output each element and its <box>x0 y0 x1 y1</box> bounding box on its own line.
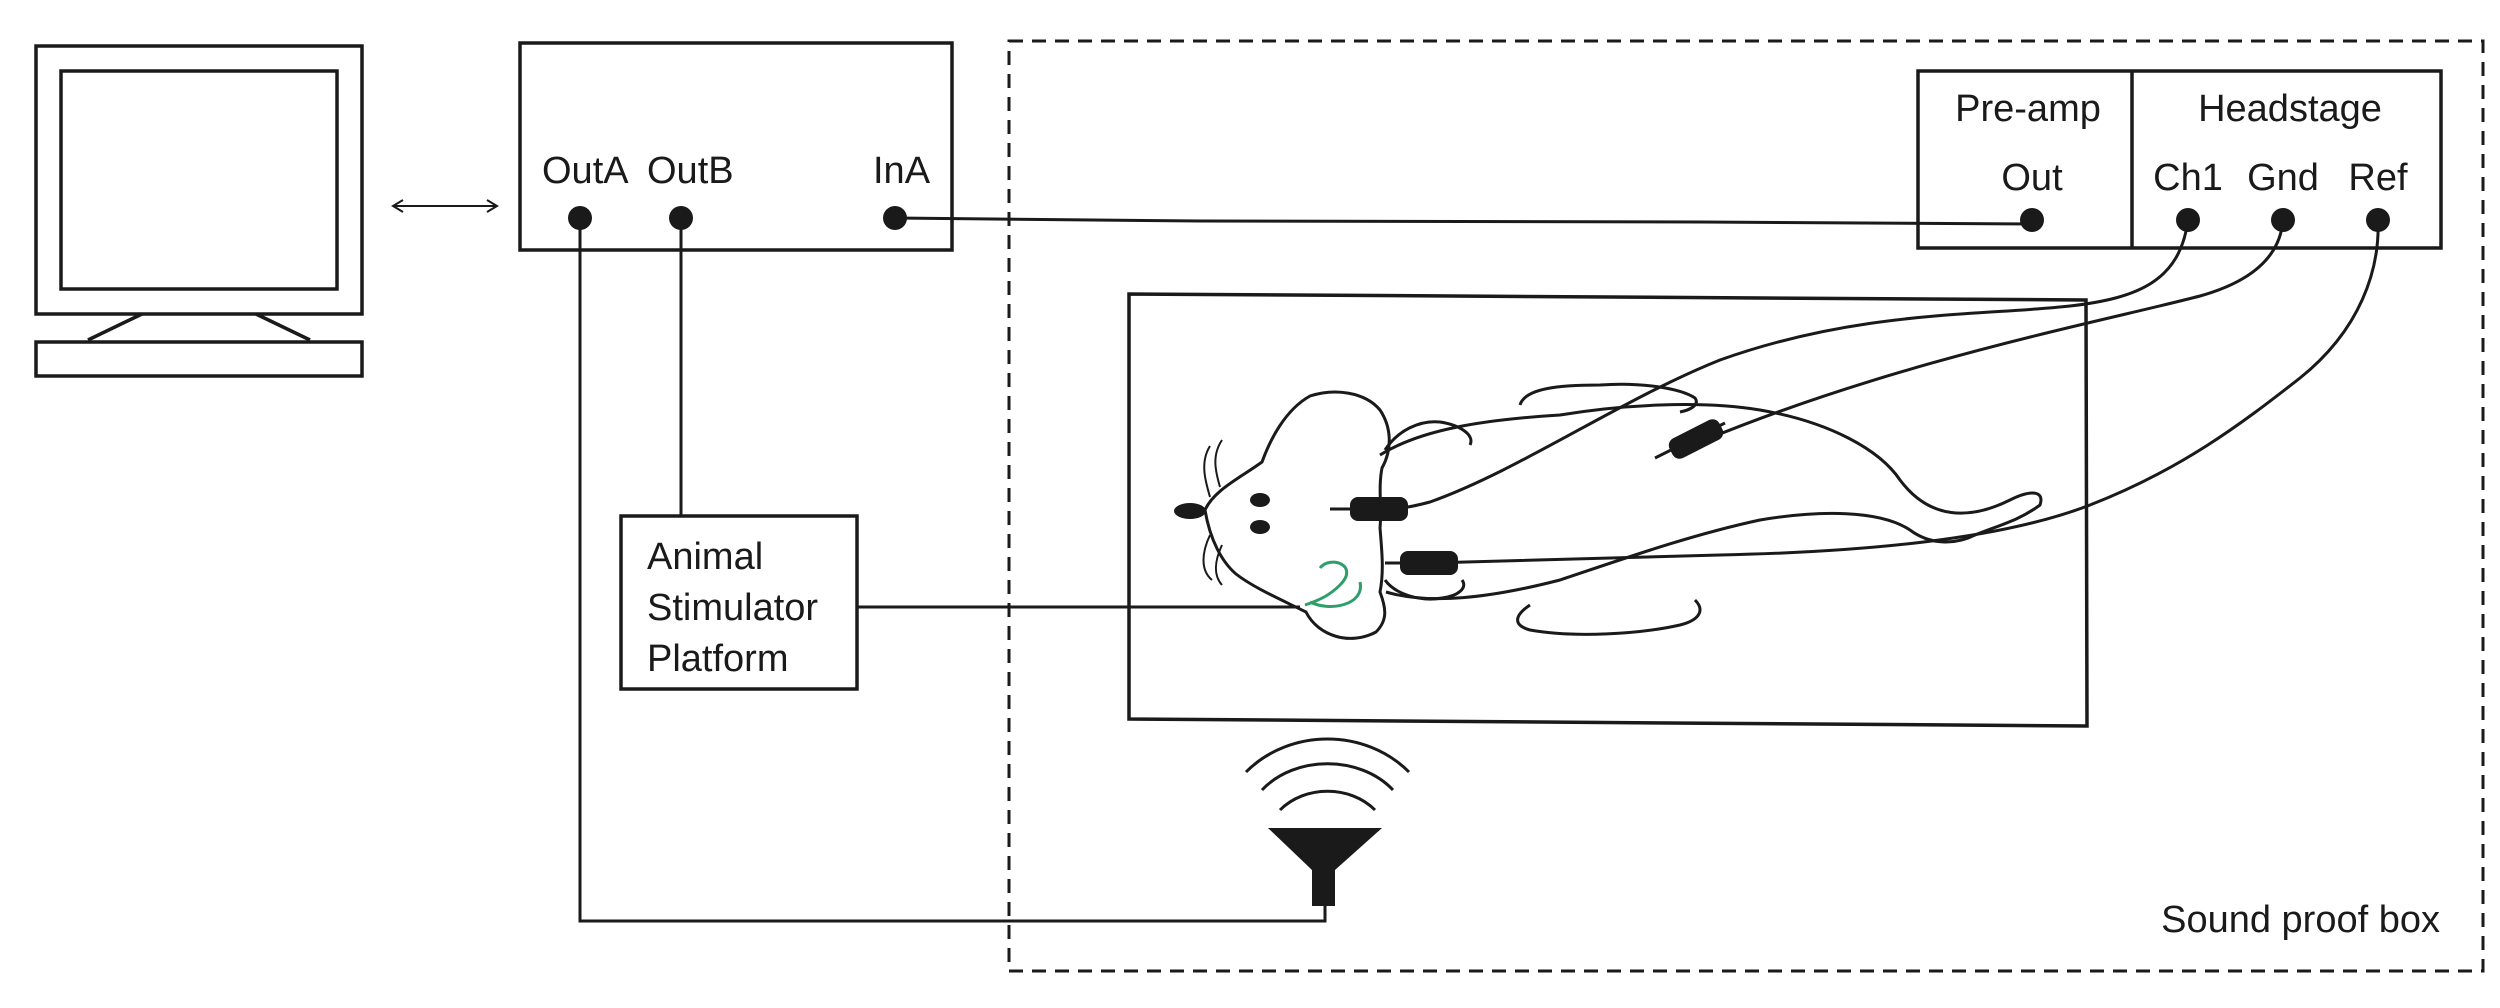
computer-monitor-icon <box>34 44 364 378</box>
port-outb-label: OutB <box>647 150 734 192</box>
cable-gnd <box>1679 219 2285 450</box>
rat-eye-right <box>1250 520 1270 534</box>
stimulator-label-line1: Animal <box>647 536 763 578</box>
stimulator-probe <box>1304 560 1362 608</box>
wire-outa-to-speaker <box>578 218 1327 923</box>
cable-ch1 <box>1379 219 2190 511</box>
preamp-title: Pre-amp <box>1955 88 2101 130</box>
preamp-out-label: Out <box>2001 157 2063 199</box>
headstage-gnd-label: Gnd <box>2247 157 2319 199</box>
rat-nose <box>1174 503 1206 519</box>
processor-box <box>518 41 954 252</box>
sound-proof-box <box>1007 39 2485 973</box>
stimulator-label-line3: Platform <box>647 638 788 680</box>
sound-proof-box-label: Sound proof box <box>2161 899 2440 941</box>
bidirectional-arrow-icon <box>391 199 499 213</box>
rat-eye-left <box>1250 493 1270 507</box>
wiring <box>578 216 2033 923</box>
electrode-cables <box>1330 219 2380 565</box>
recording-platform <box>1127 292 2089 728</box>
preamp-out-jack <box>2020 208 2044 232</box>
ground-pin <box>1654 419 1726 460</box>
headstage-ch1-label: Ch1 <box>2153 157 2223 199</box>
headstage-title: Headstage <box>2198 88 2382 130</box>
stimulator-platform-box <box>619 514 859 691</box>
electrode-ref <box>1400 551 1458 575</box>
port-outa-label: OutA <box>542 150 629 192</box>
stimulator-label-line2: Stimulator <box>647 587 818 629</box>
headstage-ref-label: Ref <box>2348 157 2408 199</box>
speaker-icon <box>1244 737 1411 906</box>
electrode-ch1 <box>1350 497 1408 521</box>
port-ina-label: InA <box>873 150 931 192</box>
wire-ina-to-preamp <box>894 216 2033 226</box>
rat-illustration <box>1202 382 2043 640</box>
cable-ref <box>1408 219 2380 565</box>
